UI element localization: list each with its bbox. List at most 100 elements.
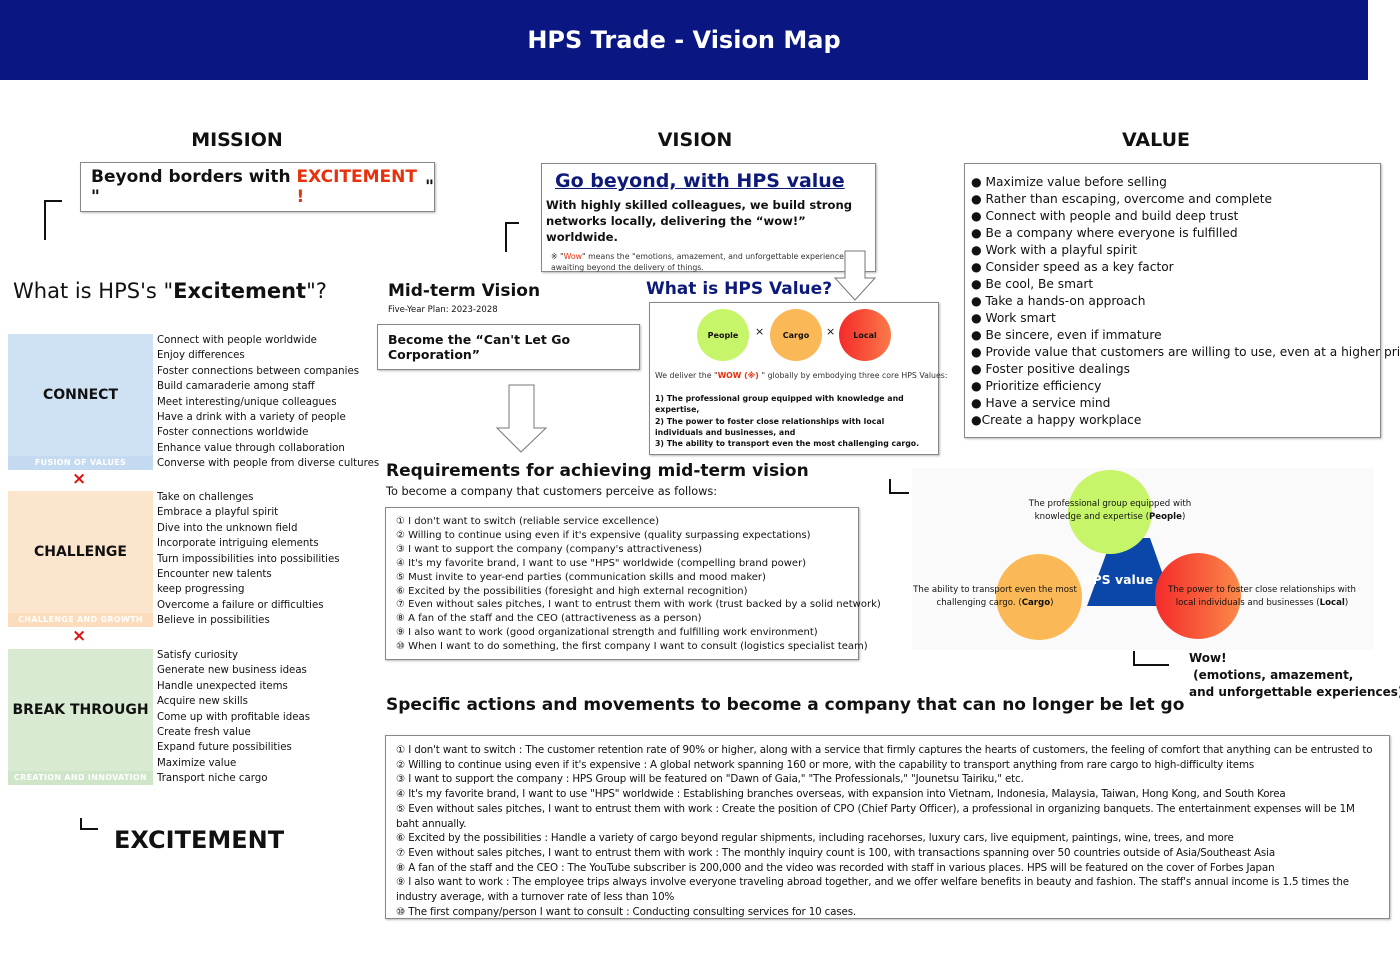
value-point: 2) The power to foster close relationshi… xyxy=(655,416,885,437)
break-through-block: BREAK THROUGH xyxy=(8,649,153,771)
q-text: What is HPS's " xyxy=(13,279,174,303)
list-item: Generate new business ideas xyxy=(157,665,307,677)
bracket-decoration xyxy=(889,479,909,494)
vision-statement: With highly skilled colleagues, we build… xyxy=(546,198,853,244)
requirement-item: ⑧ A fan of the staff and the CEO (attrac… xyxy=(396,613,702,625)
list-item: Satisfy curiosity xyxy=(157,650,238,661)
requirement-item: ⑥ Excited by the possibilities (foresigh… xyxy=(396,585,748,597)
list-item: Enhance value through collaboration xyxy=(157,442,345,454)
connect-block: CONNECT xyxy=(8,334,153,456)
action-item: ⑤ Even without sales pitches, I want to … xyxy=(396,802,1355,830)
value-item: ● Work smart xyxy=(971,311,1056,325)
list-item: Dive into the unknown field xyxy=(157,522,298,534)
list-item: Incorporate intriguing elements xyxy=(157,538,319,550)
action-item: ⑩ The first company/person I want to con… xyxy=(396,905,857,918)
bracket-decoration xyxy=(80,818,98,830)
people-description: The professional group equipped with kno… xyxy=(1020,498,1200,523)
value-item: ● Prioritize efficiency xyxy=(971,379,1102,393)
value-item: ● Work with a playful spirit xyxy=(971,243,1138,257)
times-icon: × xyxy=(826,325,836,338)
mission-statement: Beyond borders with "EXCITEMENT ! " xyxy=(80,162,435,212)
requirements-list: ① I don't want to switch (reliable servi… xyxy=(385,507,881,660)
note-text: " means the "emotions, amazement, and un… xyxy=(551,252,852,272)
action-item: ② Willing to continue using even if it's… xyxy=(396,758,1255,771)
list-item: Create fresh value xyxy=(157,727,251,739)
triangle-shape xyxy=(1087,538,1174,606)
wow-label: Wow! xyxy=(1189,651,1227,665)
value-item: ● Have a service mind xyxy=(971,396,1111,410)
value-heading: VALUE xyxy=(1122,129,1190,151)
break-through-subtitle: CREATION AND INNOVATION xyxy=(8,771,153,785)
cross-icon: × xyxy=(72,626,87,646)
action-item: ⑨ I also want to work : The employee tri… xyxy=(396,876,1349,904)
desc-close: ) xyxy=(1181,511,1186,522)
excitement-footer: EXCITEMENT xyxy=(114,826,285,854)
list-item: Turn impossibilities into possibilities xyxy=(157,553,340,565)
cross-icon: × xyxy=(72,469,87,489)
list-item: Embrace a playful spirit xyxy=(157,507,279,519)
lead-text: " globally by embodying three core HPS V… xyxy=(761,371,948,380)
challenge-block: CHALLENGE xyxy=(8,491,153,613)
mission-highlight: EXCITEMENT ! xyxy=(296,167,417,207)
desc-bold: Cargo xyxy=(1021,597,1051,608)
action-item: ① I don't want to switch : The customer … xyxy=(396,744,1373,756)
cargo-circle: Cargo xyxy=(770,309,822,361)
value-item: ● Be cool, Be smart xyxy=(971,277,1094,291)
vision-box: Go beyond, with HPS value With highly sk… xyxy=(541,163,876,272)
list-item: Believe in possibilities xyxy=(157,615,270,627)
requirement-item: ⑩ When I want to do something, the first… xyxy=(396,641,868,653)
action-item: ⑥ Excited by the possibilities : Handle … xyxy=(396,832,1234,845)
value-item: ● Maximize value before selling xyxy=(971,175,1167,189)
local-description: The power to foster close relationships … xyxy=(1162,584,1362,609)
bracket-decoration xyxy=(44,200,62,240)
value-item: ● Rather than escaping, overcome and com… xyxy=(971,192,1273,206)
action-item: ⑦ Even without sales pitches, I want to … xyxy=(396,846,1275,859)
wow-explanation: Wow! (emotions, amazement, and unforgetta… xyxy=(1189,650,1400,701)
vision-title: Go beyond, with HPS value xyxy=(555,170,845,192)
people-circle: People xyxy=(697,309,749,361)
list-item: Build camaraderie among staff xyxy=(157,381,315,393)
list-item: Encounter new talents xyxy=(157,569,272,581)
desc-text: The professional group equipped with kno… xyxy=(1028,499,1192,522)
value-point: 1) The professional group equipped with … xyxy=(655,394,904,415)
desc-text: The power to foster close relationships … xyxy=(1168,585,1356,608)
list-item: keep progressing xyxy=(157,584,245,596)
page-title: HPS Trade - Vision Map xyxy=(527,26,841,54)
desc-bold: People xyxy=(1149,511,1182,522)
page-header: HPS Trade - Vision Map xyxy=(0,0,1368,80)
local-circle: Local xyxy=(839,309,891,361)
note-wow: Wow xyxy=(563,252,583,261)
list-item: Foster connections worldwide xyxy=(157,427,309,439)
list-item: Handle unexpected items xyxy=(157,680,288,692)
action-item: ④ It's my favorite brand, I want to use … xyxy=(396,788,1286,801)
wow-desc: (emotions, amazement, xyxy=(1189,668,1354,682)
value-item: ● Provide value that customers are willi… xyxy=(971,345,1400,359)
bracket-decoration xyxy=(505,222,519,252)
vision-note: ※ "Wow" means the "emotions, amazement, … xyxy=(546,251,871,273)
list-item: Have a drink with a variety of people xyxy=(157,412,346,424)
down-arrow-icon xyxy=(833,250,877,301)
down-arrow-icon xyxy=(496,384,548,453)
action-item: ③ I want to support the company : HPS Gr… xyxy=(396,773,1024,786)
hps-value-title: What is HPS Value? xyxy=(645,279,833,299)
times-icon: × xyxy=(755,325,765,338)
requirement-item: ⑤ Must invite to year-end parties (commu… xyxy=(396,571,766,583)
list-item: Enjoy differences xyxy=(157,350,245,362)
desc-text: The ability to transport even the most c… xyxy=(913,585,1077,608)
people-circle xyxy=(1068,470,1152,554)
list-item: Connect with people worldwide xyxy=(157,335,317,346)
list-item: Expand future possibilities xyxy=(157,742,292,754)
actions-list: ① I don't want to switch : The customer … xyxy=(385,735,1390,919)
requirement-item: ② Willing to continue using even if it's… xyxy=(396,529,811,541)
list-item: Take on challenges xyxy=(157,492,254,503)
list-item: Come up with profitable ideas xyxy=(157,711,311,723)
bracket-decoration xyxy=(1133,651,1169,666)
requirements-subtitle: To become a company that customers perce… xyxy=(386,485,718,498)
list-item: Maximize value xyxy=(157,757,237,769)
vision-heading: VISION xyxy=(657,129,733,151)
wow-desc: and unforgettable experiences) xyxy=(1189,685,1400,699)
value-item: ●Create a happy workplace xyxy=(971,413,1142,427)
mission-heading: MISSION xyxy=(191,129,283,151)
value-list: ● Maximize value before selling ● Rather … xyxy=(964,163,1400,438)
